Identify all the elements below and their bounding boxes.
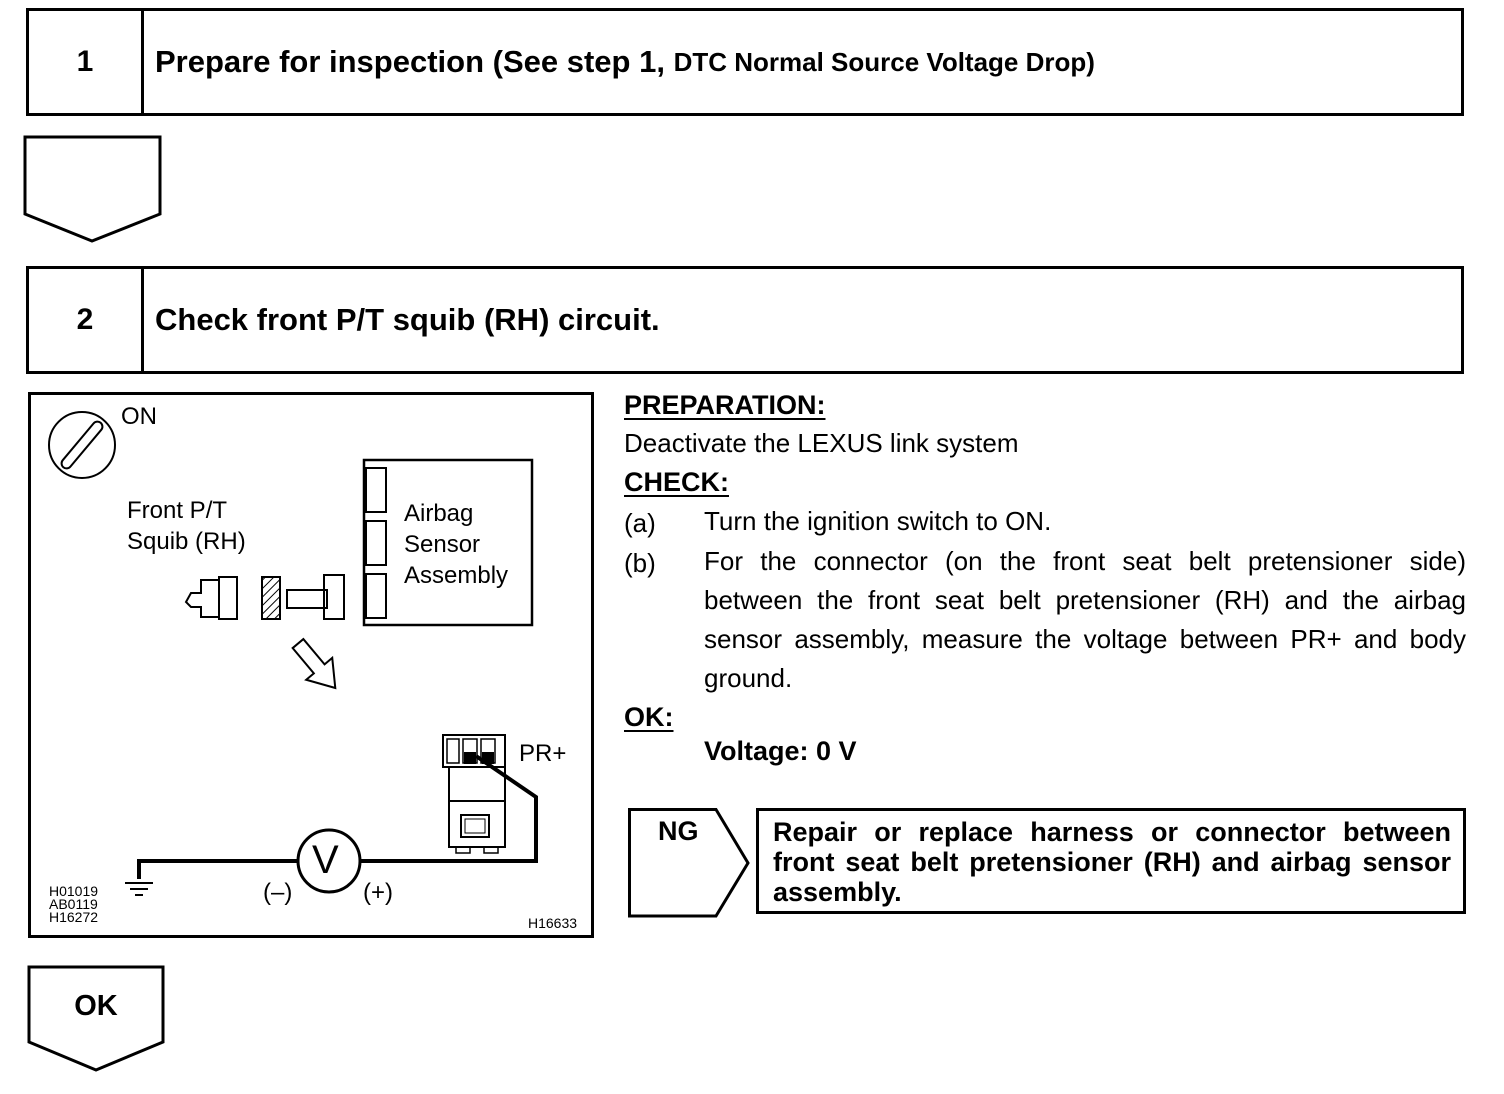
- ok-spec-heading: OK:: [624, 702, 674, 732]
- check-item-b-letter: (b): [624, 548, 656, 578]
- circuit-diagram: ON Front P/T Squib (RH) Airbag Sensor As…: [28, 392, 594, 938]
- positive-probe-label: (+): [363, 879, 393, 906]
- step-1-title-main: Prepare for inspection (See step 1,: [155, 44, 665, 79]
- ok-flow-arrow: [27, 965, 165, 1072]
- preparation-heading: PREPARATION:: [624, 390, 826, 420]
- measurement-wiring: [137, 754, 538, 879]
- connector-front-view-icon: [442, 734, 506, 854]
- figure-code-3: H16272: [49, 909, 99, 925]
- negative-probe-label: (–): [263, 879, 293, 906]
- step-1-title: Prepare for inspection (See step 1, DTC …: [155, 11, 1095, 113]
- ignition-key-icon: [48, 411, 116, 479]
- voltmeter-symbol: V: [312, 838, 339, 882]
- step-2-number: 2: [29, 269, 144, 371]
- check-item-b-text: For the connector (on the front seat bel…: [704, 546, 1466, 693]
- voltmeter-icon: [296, 828, 362, 894]
- flow-arrow-step1: [23, 135, 162, 243]
- ng-arrow-tab: [628, 808, 750, 918]
- step-1-box: 1 Prepare for inspection (See step 1, DT…: [26, 8, 1464, 116]
- sensor-label-line1: Airbag: [404, 500, 474, 527]
- step-2-title: Check front P/T squib (RH) circuit.: [155, 302, 660, 337]
- ignition-on-label: ON: [121, 403, 157, 430]
- view-direction-arrow-icon: [291, 637, 337, 690]
- squib-connector-icon: [184, 574, 345, 620]
- terminal-pr-label: PR+: [519, 740, 567, 767]
- check-item-a-text: Turn the ignition switch to ON.: [704, 506, 1052, 536]
- ground-icon: [125, 882, 153, 896]
- figure-code-2: AB0119: [49, 896, 98, 912]
- ok-flow-label: OK: [74, 990, 118, 1022]
- check-item-a-letter: (a): [624, 508, 656, 538]
- squib-label-line2: Squib (RH): [127, 528, 246, 555]
- sensor-label-line3: Assembly: [404, 562, 509, 589]
- step-2-box: 2 Check front P/T squib (RH) circuit.: [26, 266, 1464, 374]
- step-1-title-ref: DTC Normal Source Voltage Drop): [673, 46, 1095, 77]
- ok-spec-value: Voltage: 0 V: [704, 736, 857, 766]
- check-heading: CHECK:: [624, 467, 729, 497]
- squib-label-line1: Front P/T: [127, 497, 228, 524]
- sensor-label-line2: Sensor: [404, 531, 481, 558]
- ng-label: NG: [658, 816, 699, 846]
- figure-code-1: H01019: [49, 883, 99, 899]
- circuit-drawing: [48, 411, 538, 896]
- preparation-text: Deactivate the LEXUS link system: [624, 428, 1019, 458]
- figure-code-main: H16633: [528, 915, 578, 931]
- ng-action-box: Repair or replace harness or connector b…: [756, 808, 1466, 914]
- step-1-number: 1: [29, 11, 144, 113]
- airbag-sensor-assembly-icon: [362, 458, 534, 627]
